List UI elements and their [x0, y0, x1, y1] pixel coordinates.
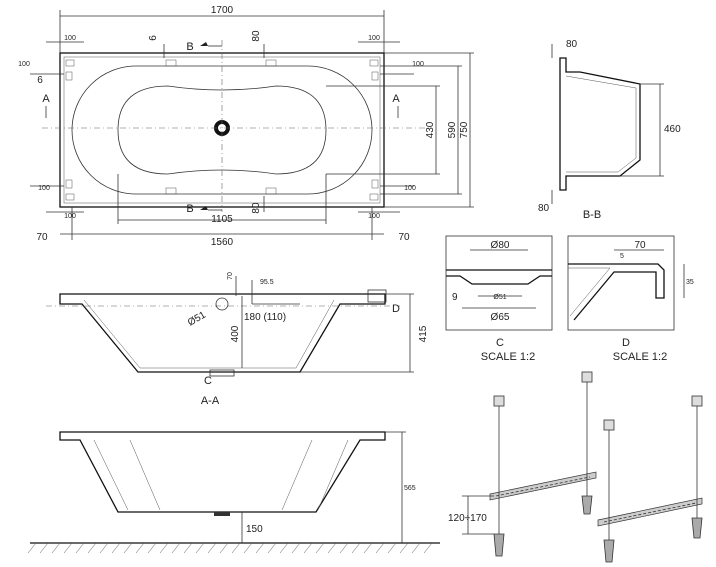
section-aa-inner: [83, 299, 335, 369]
d-height: 35: [686, 279, 694, 286]
detail-d-view: 70 5 35 D SCALE 1:2: [567, 235, 694, 363]
detail-d-profile: [568, 263, 665, 321]
detail-d-frame: [567, 235, 675, 331]
overall-length: 1700: [211, 5, 234, 16]
detail-c-dims: [462, 249, 536, 309]
side-foot-offset: 150: [246, 524, 263, 535]
spacing-top-left: 100: [64, 35, 76, 42]
plan-dimension-lines: [30, 10, 474, 240]
spacing-left-top: 100: [18, 61, 30, 68]
aa-detail-d: D: [392, 303, 400, 315]
aa-outer-height: 415: [418, 325, 429, 342]
rim-left: 6: [37, 75, 43, 86]
bottom-width: 430: [425, 121, 436, 138]
aa-overflow-height: 180 (110): [244, 312, 286, 323]
inner-width: 590: [447, 121, 458, 138]
leg-rail-1: [489, 471, 597, 501]
spacing-left-bottom: 100: [38, 185, 50, 192]
aa-overflow-dia: Ø51: [186, 309, 208, 328]
d-width: 70: [634, 240, 646, 251]
bottom-length: 1105: [211, 214, 233, 225]
section-aa-view: 70 95.5 Ø51 180 (110) 400 415 A-A C D: [46, 272, 429, 407]
support-pads: [65, 59, 379, 201]
aa-caption: A-A: [201, 395, 220, 407]
section-bb-view: 80 80 460 B-B: [538, 39, 681, 221]
section-bb-outline: [559, 57, 641, 191]
ledge-bottom: 80: [251, 202, 262, 214]
d-caption: D: [622, 337, 630, 349]
ledge-top: 80: [251, 30, 262, 42]
side-drain: [214, 512, 230, 516]
detail-d-dims: [614, 249, 685, 298]
spacing-top-right: 100: [368, 35, 380, 42]
plan-view: 1700 1560 1105 750 590 430 70 70 100 100…: [18, 5, 474, 248]
aa-inner-depth: 400: [230, 325, 241, 342]
detail-d-inner: [568, 267, 611, 317]
side-panel-lines: [93, 439, 349, 511]
c-top-dia: Ø80: [491, 240, 510, 251]
floor-hatching: [27, 542, 433, 554]
leg-dims: [462, 495, 494, 535]
leg-rail-2: [597, 497, 703, 527]
spacing-right-top: 100: [412, 61, 424, 68]
overall-width: 750: [459, 121, 470, 138]
section-b-top: B: [186, 41, 193, 53]
side-outline: [59, 431, 386, 513]
basin-bottom-outline: [117, 85, 327, 175]
aa-overflow-offset: 95.5: [260, 279, 274, 286]
d-lip: 5: [620, 253, 624, 260]
bb-rim-bottom: 80: [538, 203, 550, 214]
c-bottom-dia: Ø65: [491, 312, 510, 323]
bb-depth: 460: [664, 124, 681, 135]
rim-top: 6: [148, 35, 159, 41]
detail-c-profile: [446, 269, 552, 285]
spacing-bottom-left: 100: [64, 213, 76, 220]
aa-overflow-top: 70: [227, 272, 234, 280]
side-total-height: 565: [404, 485, 416, 492]
section-aa-dims: [235, 276, 414, 373]
c-scale: SCALE 1:2: [481, 351, 535, 363]
section-a-left: A: [42, 93, 50, 105]
detail-c-marker: [209, 369, 235, 377]
c-left-dim: 9: [452, 292, 458, 303]
side-view: 565 150: [27, 431, 440, 554]
bb-rim-top: 80: [566, 39, 578, 50]
c-mid-dia: Ø51: [493, 294, 506, 301]
spacing-right-bottom: 100: [404, 185, 416, 192]
c-caption: C: [496, 337, 504, 349]
section-markers: [45, 42, 399, 211]
detail-c-frame: [445, 235, 553, 331]
side-dims: [241, 431, 406, 543]
d-scale: SCALE 1:2: [613, 351, 667, 363]
section-a-right: A: [392, 93, 400, 105]
spacing-bottom-right: 100: [368, 213, 380, 220]
leg-set: 120÷170: [448, 371, 703, 563]
section-bb-inner: [565, 75, 637, 173]
leg-adjust-range: 120÷170: [448, 513, 487, 524]
section-bb-dims: [551, 44, 664, 204]
edge-offset-right: 70: [398, 232, 410, 243]
section-b-bottom: B: [186, 203, 193, 215]
aa-detail-c: C: [204, 375, 212, 387]
edge-offset-left: 70: [36, 232, 48, 243]
detail-c-view: Ø80 Ø51 Ø65 9 C SCALE 1:2: [445, 235, 553, 363]
overflow-circle: [215, 297, 229, 311]
inner-length: 1560: [211, 237, 234, 248]
leg-posts: [493, 371, 703, 563]
bb-caption: B-B: [583, 209, 601, 221]
detail-d-marker: [367, 289, 387, 303]
